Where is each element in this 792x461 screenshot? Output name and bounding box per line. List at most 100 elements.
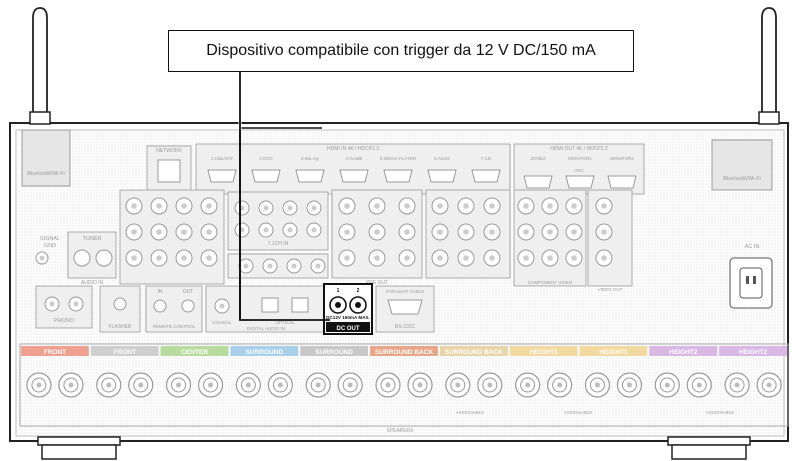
video-section bbox=[425, 189, 511, 279]
remote-control-section: IN OUT REMOTE CONTROL bbox=[145, 285, 203, 333]
tuner-section: TUNER AUDIO IN bbox=[67, 231, 117, 286]
svg-text:OPTICAL: OPTICAL bbox=[275, 320, 295, 325]
speaker-terminal-group: CENTER bbox=[160, 346, 229, 398]
svg-text:CENTER: CENTER bbox=[181, 349, 208, 356]
hdmi-in-port: 2 DVD bbox=[251, 156, 281, 183]
svg-text:SURROUND: SURROUND bbox=[315, 349, 353, 356]
ch71-jack bbox=[258, 222, 274, 238]
component-video-jack bbox=[541, 223, 559, 241]
svg-text:3 Blu-ray: 3 Blu-ray bbox=[301, 156, 320, 161]
video-jack bbox=[483, 223, 501, 241]
svg-text:SURROUND: SURROUND bbox=[246, 349, 284, 356]
pre-out-jack bbox=[368, 223, 386, 241]
left-antenna: Bluetooth/Wi-Fi bbox=[21, 7, 71, 187]
svg-text:DIGITAL AUDIO IN: DIGITAL AUDIO IN bbox=[247, 326, 285, 331]
video-jack bbox=[457, 197, 475, 215]
hdmi-in-port: 4 GAME bbox=[339, 156, 369, 183]
audio-in-jack bbox=[175, 223, 193, 241]
video-jack bbox=[457, 223, 475, 241]
video-jack bbox=[457, 249, 475, 267]
component-video-out-jack bbox=[595, 249, 613, 267]
component-video-jack bbox=[541, 249, 559, 267]
flasher-section: FLASHER bbox=[99, 285, 141, 333]
hdmi-out-port: ZONE2 bbox=[523, 156, 553, 189]
svg-text:STRAIGHT CABLE: STRAIGHT CABLE bbox=[386, 289, 425, 294]
speaker-terminal-group: SURROUND bbox=[230, 346, 299, 398]
audio-in-grid: AUDIO IN (ASSIGNABLE) bbox=[119, 189, 225, 291]
audio-in-jack bbox=[150, 249, 168, 267]
hdmi-out-port: MONITOR1 bbox=[565, 156, 595, 189]
component-video-out-jack bbox=[595, 223, 613, 241]
component-video-jack bbox=[541, 197, 559, 215]
phono-section: PHONO bbox=[35, 285, 93, 329]
svg-text:HDMI OUT 4K / HDCP2.3: HDMI OUT 4K / HDCP2.3 bbox=[550, 146, 608, 152]
audio-in-jack bbox=[175, 197, 193, 215]
svg-text:REMOTE CONTROL: REMOTE CONTROL bbox=[153, 324, 196, 329]
speaker-terminal-group: SURROUND bbox=[300, 346, 369, 398]
component-video-jack bbox=[565, 197, 583, 215]
svg-text:AUDIO IN: AUDIO IN bbox=[81, 280, 104, 286]
speaker-terminal-group: FRONT bbox=[90, 346, 159, 398]
ch71-jack bbox=[234, 222, 250, 238]
digital-audio-in-section: COAXIAL OPTICAL DIGITAL AUDIO IN bbox=[205, 285, 327, 333]
speaker-terminal-group: SURROUND BACK bbox=[370, 346, 438, 398]
svg-text:DC12V 150mA MAX.: DC12V 150mA MAX. bbox=[326, 315, 370, 320]
hdmi-in-port: 5 MEDIA PLAYER bbox=[380, 156, 417, 183]
component-video-jack bbox=[517, 197, 535, 215]
svg-text:1: 1 bbox=[337, 288, 340, 294]
svg-text:2 DVD: 2 DVD bbox=[259, 156, 273, 161]
video-jack bbox=[431, 223, 449, 241]
video-jack bbox=[431, 249, 449, 267]
svg-text:SIGNAL: SIGNAL bbox=[40, 236, 60, 242]
pre-out-section: PRE OUT bbox=[331, 189, 423, 286]
audio-in-jack bbox=[175, 249, 193, 267]
left-antenna-label: Bluetooth/Wi-Fi bbox=[27, 171, 65, 177]
pre-out-jack bbox=[368, 197, 386, 215]
pre-out-jack bbox=[338, 197, 356, 215]
audio-in-jack bbox=[150, 197, 168, 215]
signal-gnd: SIGNAL GND bbox=[35, 236, 60, 265]
ch71-jack bbox=[258, 200, 274, 216]
ch71-jack bbox=[234, 200, 250, 216]
svg-text:DC OUT: DC OUT bbox=[337, 326, 360, 332]
svg-text:RS-232C: RS-232C bbox=[395, 324, 416, 330]
svg-text:HEIGHT1: HEIGHT1 bbox=[530, 349, 559, 356]
hdmi-out-section: HDMI OUT 4K / HDCP2.3 ZONE2 MONITOR1 MONIT… bbox=[513, 143, 645, 195]
svg-text:ASSIGNABLE: ASSIGNABLE bbox=[564, 410, 593, 415]
ac-inlet: AC IN bbox=[729, 244, 773, 309]
video-jack bbox=[431, 197, 449, 215]
audio-in-jack bbox=[125, 249, 143, 267]
rs232c-section: STRAIGHT CABLE RS-232C bbox=[375, 285, 435, 333]
callout-leader-top bbox=[239, 72, 322, 129]
speaker-terminal-group: FRONT bbox=[21, 346, 89, 398]
pre-out-jack bbox=[398, 249, 416, 267]
svg-text:OUT: OUT bbox=[183, 289, 194, 295]
speaker-terminal-group: HEIGHT1 bbox=[579, 346, 648, 398]
audio-in-jack bbox=[150, 223, 168, 241]
svg-text:PRE OUT: PRE OUT bbox=[366, 280, 388, 286]
pre-out-jack bbox=[338, 223, 356, 241]
hdmi-out-port: MONITOR2 bbox=[607, 156, 637, 189]
svg-text:4 GAME: 4 GAME bbox=[345, 156, 362, 161]
svg-text:2: 2 bbox=[357, 288, 360, 294]
svg-text:1 CBL/SAT: 1 CBL/SAT bbox=[211, 156, 233, 161]
svg-text:SURROUND BACK: SURROUND BACK bbox=[445, 349, 503, 356]
svg-text:HEIGHT2: HEIGHT2 bbox=[669, 349, 698, 356]
svg-text:ZONE2: ZONE2 bbox=[530, 156, 546, 161]
video-jack bbox=[483, 197, 501, 215]
audio-in-jack bbox=[125, 197, 143, 215]
ch71-jack bbox=[306, 222, 322, 238]
svg-text:5 MEDIA PLAYER: 5 MEDIA PLAYER bbox=[380, 156, 417, 161]
speaker-terminal-group: HEIGHT2 bbox=[719, 346, 787, 398]
svg-text:TUNER: TUNER bbox=[83, 236, 102, 242]
ch71-jack bbox=[306, 200, 322, 216]
hdmi-in-port: 6 AUX2 bbox=[427, 156, 457, 183]
component-video-out-section: VIDEO OUT bbox=[587, 189, 633, 292]
right-antenna: Bluetooth/Wi-Fi bbox=[711, 7, 780, 191]
callout-text: Dispositivo compatibile con trigger da 1… bbox=[206, 42, 596, 59]
svg-text:NETWORK: NETWORK bbox=[156, 148, 182, 154]
pre-out-jack bbox=[398, 197, 416, 215]
